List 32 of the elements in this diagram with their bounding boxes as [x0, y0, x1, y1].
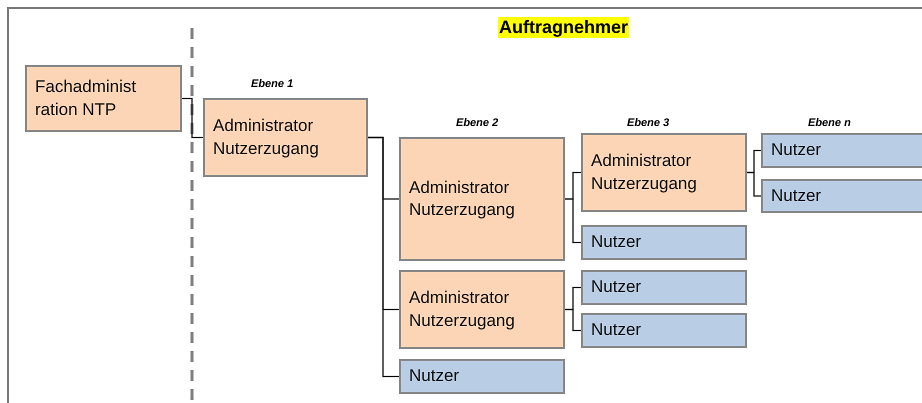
- user-box: [581, 225, 747, 260]
- connector-line: [182, 98, 203, 138]
- admin-box: [399, 270, 565, 349]
- user-box: [581, 313, 747, 348]
- user-box: [399, 359, 565, 394]
- admin-box: [25, 65, 182, 132]
- node-label: Administrator Nutzerzugang: [409, 287, 516, 332]
- admin-box: [203, 98, 368, 177]
- level-label: Ebene 1: [251, 78, 294, 90]
- node-label: Nutzer: [409, 365, 460, 388]
- user-box: [761, 133, 922, 168]
- node-label: Nutzer: [771, 184, 822, 207]
- node-label: Administrator Nutzerzugang: [409, 176, 516, 221]
- connector-line: [565, 198, 581, 244]
- node-label: Nutzer: [591, 231, 642, 254]
- user-box: [581, 270, 747, 305]
- column-heading: Auftragnehmer: [498, 17, 630, 38]
- node-label: Administrator Nutzerzugang: [591, 150, 698, 194]
- level-label: Ebene n: [808, 117, 851, 129]
- admin-box: [581, 133, 747, 212]
- node-label: Administrator Nutzerzugang: [213, 115, 320, 160]
- connector-line: [747, 172, 761, 197]
- node-label: Nutzer: [771, 139, 822, 162]
- level-label: Ebene 3: [627, 117, 670, 129]
- connector-line: [368, 136, 399, 378]
- node-label: Nutzer: [591, 319, 642, 342]
- level-label: Ebene 2: [456, 117, 498, 129]
- connector-line: [565, 308, 581, 332]
- admin-box: [399, 137, 565, 261]
- node-label: Nutzer: [591, 276, 642, 298]
- user-box: [761, 179, 922, 213]
- node-label: Fachadminist ration NTP: [35, 76, 138, 120]
